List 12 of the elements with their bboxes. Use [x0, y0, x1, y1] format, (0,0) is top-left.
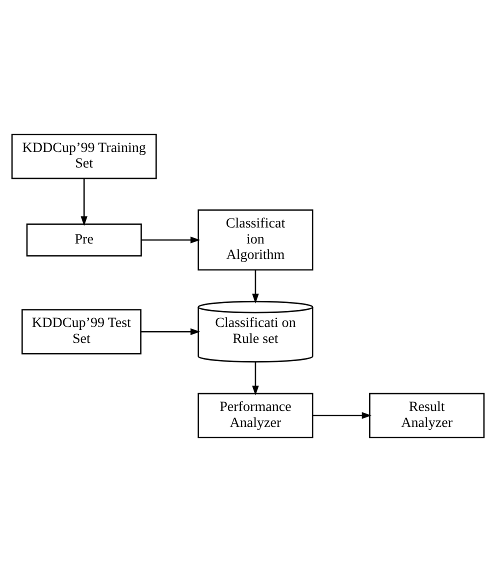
node-box: KDDCup’99 Training Set [11, 134, 157, 180]
arrow [141, 236, 200, 244]
node-box: Result Analyzer [369, 392, 485, 438]
arrow [252, 270, 259, 304]
arrow [80, 178, 88, 226]
node-box: Classificat ion Algorithm [198, 209, 314, 271]
node-box: KDDCup’99 Test Set [21, 309, 142, 354]
node-box: Pre [26, 224, 142, 256]
arrow [140, 328, 200, 336]
arrow [252, 362, 259, 396]
arrow [312, 412, 372, 419]
node-box: Performance Analyzer [198, 392, 314, 438]
